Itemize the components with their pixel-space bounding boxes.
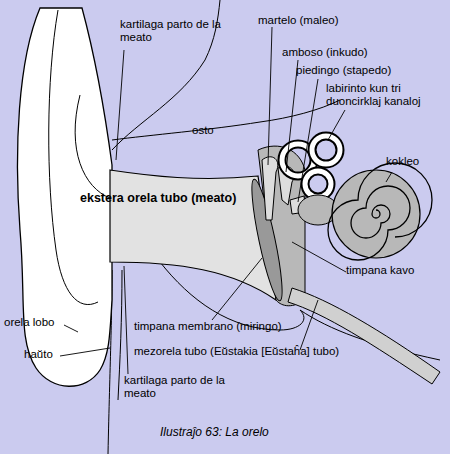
ear-canal [110, 170, 276, 300]
eustachian-tube [288, 288, 440, 384]
part-label: ekstera orela tubo (meato) [80, 192, 280, 205]
helix-fold [49, 10, 98, 305]
part-label: kokleo [386, 155, 446, 168]
cochlea [332, 170, 420, 258]
part-label: piedingo (stapedo) [296, 64, 446, 77]
part-label: martelo (maleo) [258, 14, 398, 27]
part-label: haŭto [24, 348, 74, 361]
part-label: timpana kavo [346, 264, 446, 277]
part-label: kartilaga parto de la meato [120, 18, 225, 44]
figure-caption: Ilustraĵo 63: La orelo [160, 425, 269, 439]
part-label: osto [192, 124, 232, 137]
part-label: mezorela tubo (Eŭstakia [Eŭstaĥa] tubo) [134, 345, 434, 358]
cochlea-spiral [328, 163, 432, 260]
part-label: amboso (inkudo) [282, 46, 422, 59]
part-label: orela lobo [4, 316, 74, 329]
part-label: timpana membrano (miringo) [134, 320, 334, 333]
concha [75, 95, 110, 198]
part-label: labirinto kun tri duoncirklaj kanaloj [326, 82, 446, 108]
leader-lines [60, 27, 392, 374]
semicircular-canals [282, 136, 340, 197]
part-label: kartilaga parto de la meato [124, 374, 229, 400]
